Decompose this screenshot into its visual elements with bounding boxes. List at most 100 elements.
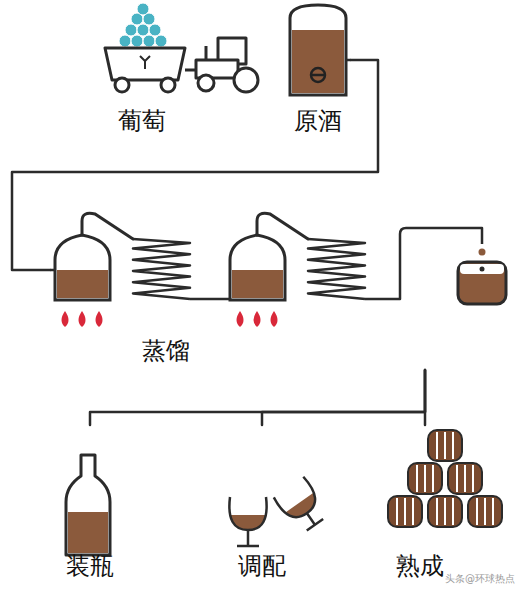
barrel-stave xyxy=(396,498,398,525)
barrel-stave xyxy=(476,498,478,525)
aging-barrel xyxy=(408,463,442,494)
stage-step: 装瓶 xyxy=(55,425,125,585)
aging-barrel xyxy=(428,496,462,527)
cart-wheel xyxy=(161,78,175,92)
aging-barrel xyxy=(448,463,482,494)
flame xyxy=(62,311,69,327)
stage-step: 调配 xyxy=(210,425,310,585)
barrel-bung xyxy=(480,267,485,272)
grape xyxy=(149,24,161,36)
barrel-body xyxy=(428,496,462,527)
drip xyxy=(479,249,486,256)
step-caption: 调配 xyxy=(238,552,310,581)
barrel-body xyxy=(458,262,506,304)
snifter-glasses xyxy=(229,476,330,546)
barrel-body xyxy=(428,430,462,461)
glass-liquid xyxy=(230,515,266,530)
flame xyxy=(237,311,244,327)
tractor-wheel xyxy=(234,68,258,92)
barrel-stave xyxy=(472,465,474,492)
still-pot xyxy=(230,235,285,300)
cart-body xyxy=(105,48,185,80)
step-caption: 蒸馏 xyxy=(142,337,512,366)
bottle-liquid xyxy=(68,512,108,553)
bottle-glass xyxy=(66,455,110,555)
grape xyxy=(143,35,155,47)
barrel-stack xyxy=(388,430,502,527)
flame xyxy=(79,311,86,327)
pot-still xyxy=(230,213,365,327)
pot-still xyxy=(55,213,190,327)
tank-wine xyxy=(292,30,344,93)
grape xyxy=(137,3,149,15)
glass-stem xyxy=(299,508,323,531)
cart-logo xyxy=(140,56,150,69)
tilted-glass xyxy=(273,476,330,535)
stage-step: 葡萄 xyxy=(95,0,190,140)
stage-step: 熟成 xyxy=(385,425,507,585)
barrel-stave xyxy=(444,498,446,525)
bottle xyxy=(66,455,110,555)
pipe-line xyxy=(12,60,378,270)
aging-barrel xyxy=(388,496,422,527)
cart-wheel xyxy=(115,78,129,92)
bracket-line xyxy=(424,370,427,425)
barrel-stave xyxy=(432,465,434,492)
barrel-stave xyxy=(452,432,454,459)
grape xyxy=(155,35,167,47)
condenser-coil xyxy=(133,239,190,299)
barrel-stave xyxy=(404,498,406,525)
barrel-stave xyxy=(436,498,438,525)
tank-valve-handle xyxy=(311,74,325,77)
step-caption: 原酒 xyxy=(294,107,351,136)
glass-stem xyxy=(237,530,259,546)
tank-body xyxy=(290,5,346,95)
barrel-body xyxy=(448,463,482,494)
wine-tank xyxy=(290,5,346,95)
still-wine xyxy=(57,270,108,298)
grape xyxy=(125,24,137,36)
pipe xyxy=(190,298,231,301)
glass-bowl xyxy=(229,497,266,530)
bracket-line xyxy=(90,370,425,425)
hitch xyxy=(185,69,196,72)
barrel-body xyxy=(408,463,442,494)
aging-barrel xyxy=(428,430,462,461)
stage-step: 原酒 xyxy=(285,0,351,140)
tank-valve xyxy=(311,68,325,82)
barrel-stave xyxy=(464,465,466,492)
grapes xyxy=(119,3,167,47)
barrel-stave xyxy=(412,498,414,525)
receiving-barrel xyxy=(458,262,506,304)
grape xyxy=(131,35,143,47)
barrel-body xyxy=(468,496,502,527)
glass-bowl xyxy=(273,476,322,524)
grape xyxy=(119,35,131,47)
swan-neck xyxy=(82,213,133,239)
condenser-coil xyxy=(308,239,365,299)
step-caption: 葡萄 xyxy=(118,107,190,136)
flame xyxy=(96,311,103,327)
grape xyxy=(137,24,149,36)
barrel-stave xyxy=(416,465,418,492)
exhaust xyxy=(205,46,208,60)
bracket-line xyxy=(262,370,425,425)
swan-neck xyxy=(257,213,308,239)
stage-step: 蒸馏 xyxy=(50,205,512,370)
barrel-stave xyxy=(444,432,446,459)
tractor-wheel xyxy=(198,75,214,91)
flame xyxy=(271,311,278,327)
barrel-stave xyxy=(484,498,486,525)
still-wine xyxy=(232,270,283,298)
still-pot xyxy=(55,235,110,300)
barrel-top xyxy=(460,264,504,274)
grape-cart xyxy=(105,3,258,92)
still-pipes xyxy=(50,60,482,299)
barrel-stave xyxy=(452,498,454,525)
step-caption: 装瓶 xyxy=(66,552,125,581)
barrel-stave xyxy=(436,432,438,459)
watermark: 头条@环球热点 xyxy=(445,572,515,586)
barrel-body xyxy=(388,496,422,527)
